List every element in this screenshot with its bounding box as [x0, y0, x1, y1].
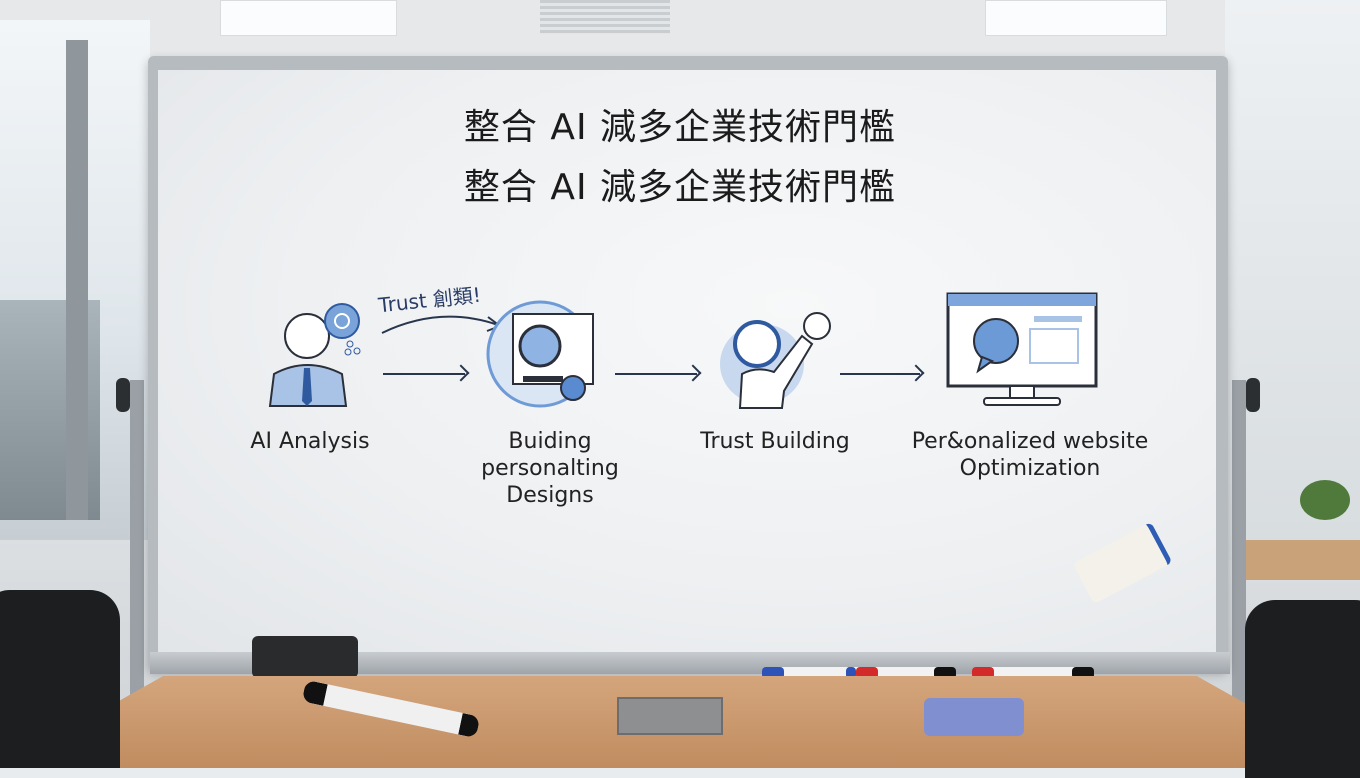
- step-label-trust-building: Trust Building: [700, 429, 850, 454]
- title-line-2: 整合 AI 減多企業技術門檻: [463, 167, 897, 208]
- stand-leg-left: [130, 380, 144, 720]
- person-gear-icon: [268, 303, 361, 407]
- title-line-1: 整合 AI 減多企業技術門檻: [463, 107, 897, 148]
- stand-knob-right: [1246, 378, 1260, 412]
- label-line: personalting: [481, 456, 619, 481]
- chair-right: [1245, 600, 1360, 778]
- background-desk: [1245, 540, 1360, 580]
- person-lightbulb-icon: [720, 312, 831, 409]
- arrow-right: [383, 373, 465, 375]
- chair-left: [0, 590, 120, 768]
- step-label-optimization: Per&onalized website Optimization: [900, 428, 1160, 482]
- label-line: Designs: [506, 483, 594, 508]
- cable-grommet: [617, 697, 723, 735]
- label-line: Optimization: [959, 456, 1101, 481]
- stand-knob-left: [116, 378, 130, 412]
- marker-tray: [150, 652, 1230, 674]
- monitor-chat-icon: [946, 292, 1098, 406]
- step-label-ai-analysis: AI Analysis: [250, 429, 370, 454]
- stand-leg-right: [1232, 380, 1246, 720]
- step-label-designs: Buiding personalting Designs: [470, 428, 630, 509]
- magnifier-browser-icon: [486, 300, 594, 408]
- glass-partition: [1225, 0, 1360, 560]
- arrow-right: [840, 373, 920, 375]
- ceiling-vent: [540, 0, 670, 34]
- plant: [1300, 480, 1350, 520]
- ceiling-light: [985, 0, 1167, 36]
- window-mullion: [66, 40, 88, 520]
- blue-eraser: [924, 698, 1024, 736]
- label-line: Buiding: [508, 429, 592, 454]
- arrow-right: [615, 373, 697, 375]
- ceiling-light: [220, 0, 397, 36]
- label-line: Per&onalized website: [911, 429, 1149, 454]
- black-eraser: [252, 636, 358, 678]
